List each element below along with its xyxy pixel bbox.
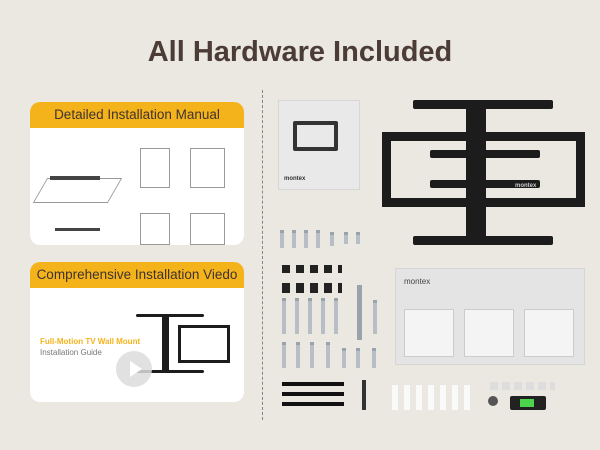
lag-bolt [295, 298, 299, 334]
screw [356, 348, 360, 368]
diagram-bracket [55, 228, 100, 231]
instruction-sheet: montex [395, 268, 585, 365]
screw [296, 342, 300, 368]
mount-arm [430, 180, 540, 188]
mount-frame [178, 325, 230, 363]
mount-brand: montex [515, 183, 537, 189]
diagram-step-panel [190, 213, 225, 245]
screw [330, 232, 334, 246]
mount-rail-top [136, 314, 204, 317]
diagram-step-panel [190, 148, 225, 188]
spacers [282, 265, 342, 273]
wall-anchors [392, 385, 472, 410]
knob [488, 396, 498, 406]
lag-bolt [334, 298, 338, 334]
screw [356, 232, 360, 244]
video-card-header: Comprehensive Installation Viedo [30, 262, 244, 288]
cable-tie [282, 382, 344, 386]
sheet-step-panel [524, 309, 574, 357]
cable-tie [282, 402, 344, 406]
manual-diagram [30, 128, 244, 245]
screw [372, 348, 376, 368]
washers [490, 382, 555, 390]
diagram-step-panel [140, 148, 170, 188]
diagram-tv-outline [32, 178, 123, 203]
mount-wall-plate [162, 314, 169, 373]
lag-bolt [373, 300, 377, 334]
booklet-brand: montex [284, 176, 306, 182]
diagram-bracket [50, 176, 100, 180]
screw [342, 348, 346, 368]
screw [316, 230, 320, 248]
diagram-step-panel [140, 213, 170, 245]
lag-bolt [321, 298, 325, 334]
screw [310, 342, 314, 368]
manual-card-header: Detailed Installation Manual [30, 102, 244, 128]
booklet-cover-image [293, 121, 338, 151]
screw [304, 230, 308, 248]
allen-key [362, 380, 366, 410]
video-card: Comprehensive Installation Viedo Full-Mo… [30, 262, 244, 402]
mount-rail-bottom [136, 370, 204, 373]
mount-frame [382, 132, 585, 207]
screw [326, 342, 330, 368]
lag-bolt [282, 298, 286, 334]
page-title: All Hardware Included [147, 36, 453, 68]
wrench [357, 285, 362, 340]
manual-booklet: montex [278, 100, 360, 190]
screw [292, 230, 296, 248]
divider [262, 90, 263, 420]
spacers [282, 283, 342, 293]
video-subtitle: Installation Guide [40, 348, 102, 357]
play-icon[interactable] [116, 351, 152, 387]
lag-bolt [308, 298, 312, 334]
sheet-step-panel [464, 309, 514, 357]
manual-card: Detailed Installation Manual [30, 102, 244, 245]
screw [282, 342, 286, 368]
cable-tie [282, 392, 344, 396]
bubble-level [510, 396, 546, 410]
screw [280, 230, 284, 248]
level-bubble [520, 399, 534, 407]
video-thumbnail[interactable]: Full-Motion TV Wall Mount Installation G… [30, 288, 244, 402]
mount-arm [430, 150, 540, 158]
sheet-brand: montex [404, 277, 431, 286]
video-title: Full-Motion TV Wall Mount [40, 337, 141, 346]
sheet-step-panel [404, 309, 454, 357]
screw [344, 232, 348, 244]
